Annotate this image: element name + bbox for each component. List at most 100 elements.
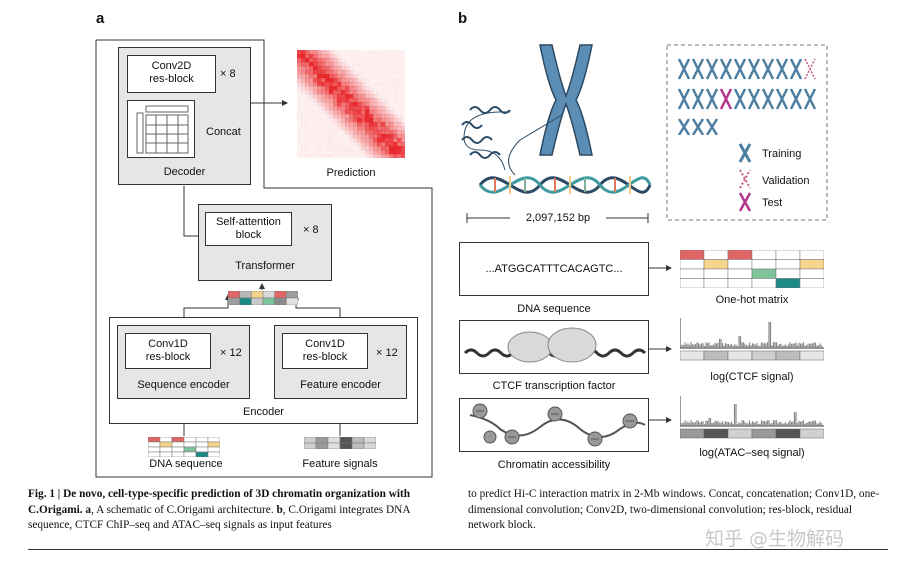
heatmap-cell <box>373 86 378 91</box>
heatmap-cell <box>341 150 346 155</box>
heatmap-cell <box>301 62 306 67</box>
heatmap-cell <box>345 126 350 131</box>
heatmap-cell <box>393 146 398 151</box>
heatmap-cell <box>333 98 338 103</box>
heatmap-cell <box>397 86 402 91</box>
heatmap-cell <box>301 86 306 91</box>
heatmap-cell <box>365 98 370 103</box>
heatmap-cell <box>365 62 370 67</box>
heatmap-cell <box>325 114 330 119</box>
heatmap-cell <box>389 134 394 139</box>
heatmap-cell <box>357 78 362 83</box>
heatmap-cell <box>309 82 314 87</box>
self-attention-block <box>205 212 292 246</box>
heatmap-cell <box>365 86 370 91</box>
heatmap-cell <box>301 114 306 119</box>
heatmap-cell <box>361 86 366 91</box>
chromosome-glyph <box>789 88 803 110</box>
heatmap-cell <box>297 106 302 111</box>
heatmap-cell <box>361 54 366 59</box>
heatmap-cell <box>381 102 386 107</box>
heatmap-cell <box>365 118 370 123</box>
heatmap-cell <box>369 122 374 127</box>
heatmap-cell <box>305 114 310 119</box>
heatmap-cell <box>357 62 362 67</box>
feat-encoder-label: Feature encoder <box>300 379 381 391</box>
heatmap-cell <box>321 74 326 79</box>
heatmap-cell <box>309 126 314 131</box>
heatmap-cell <box>401 62 405 67</box>
heatmap-cell <box>305 146 310 151</box>
heatmap-cell <box>333 118 338 123</box>
heatmap-cell <box>361 130 366 135</box>
dna-sequence-box <box>459 242 649 296</box>
heatmap-cell <box>313 78 318 83</box>
heatmap-cell <box>369 130 374 135</box>
heatmap-cell <box>333 82 338 87</box>
heatmap-cell <box>357 86 362 91</box>
heatmap-cell <box>325 146 330 151</box>
heatmap-cell <box>321 66 326 71</box>
heatmap-cell <box>349 154 354 158</box>
heatmap-cell <box>329 114 334 119</box>
heatmap-cell <box>325 66 330 71</box>
heatmap-cell <box>329 94 334 99</box>
heatmap-cell <box>389 122 394 127</box>
heatmap-cell <box>353 74 358 79</box>
validation-legend-label: Validation <box>762 175 810 187</box>
onehot-cell <box>703 250 729 260</box>
transformer-label: Transformer <box>235 260 295 272</box>
heatmap-cell <box>381 118 386 123</box>
heatmap-cell <box>341 126 346 131</box>
heatmap-cell <box>369 50 374 55</box>
heatmap-cell <box>313 98 318 103</box>
heatmap-cell <box>353 90 358 95</box>
heatmap-cell <box>297 110 302 115</box>
seq-encoder-label: Sequence encoder <box>137 379 230 391</box>
heatmap-cell <box>317 118 322 123</box>
heatmap-cell <box>317 66 322 71</box>
heatmap-cell <box>357 74 362 79</box>
heatmap-cell <box>389 70 394 75</box>
heatmap-cell <box>325 50 330 55</box>
heatmap-cell <box>345 50 350 55</box>
heatmap-cell <box>325 110 330 115</box>
heatmap-cell <box>377 138 382 143</box>
ctcf-segment <box>680 350 705 361</box>
heatmap-cell <box>317 146 322 151</box>
ctcf-signal-label: log(CTCF signal) <box>710 371 794 383</box>
heatmap-cell <box>353 82 358 87</box>
onehot-cell <box>751 250 777 260</box>
heatmap-cell <box>365 82 370 87</box>
heatmap-cell <box>333 134 338 139</box>
heatmap-cell <box>361 74 366 79</box>
heatmap-cell <box>381 154 386 158</box>
heatmap-cell <box>353 66 358 71</box>
heatmap-cell <box>397 58 402 63</box>
heatmap-cell <box>297 54 302 59</box>
heatmap-cell <box>361 118 366 123</box>
heatmap-cell <box>361 138 366 143</box>
heatmap-cell <box>357 154 362 158</box>
heatmap-cell <box>397 146 402 151</box>
heatmap-cell <box>297 134 302 139</box>
ctcf-signal-track <box>680 318 824 362</box>
heatmap-cell <box>321 50 326 55</box>
heatmap-cell <box>341 138 346 143</box>
heatmap-cell <box>333 146 338 151</box>
heatmap-cell <box>357 122 362 127</box>
heatmap-cell <box>297 126 302 131</box>
feat-conv1d-label: Conv1D res-block <box>302 338 348 363</box>
heatmap-cell <box>349 122 354 127</box>
onehot-graphic <box>680 250 824 288</box>
heatmap-cell <box>357 50 362 55</box>
heatmap-cell <box>305 138 310 143</box>
heatmap-cell <box>309 146 314 151</box>
heatmap-cell <box>321 118 326 123</box>
heatmap-cell <box>345 78 350 83</box>
heatmap-cell <box>401 50 405 55</box>
heatmap-cell <box>345 122 350 127</box>
concat-label: Concat <box>206 126 241 138</box>
heatmap-cell <box>381 78 386 83</box>
heatmap-cell <box>377 142 382 147</box>
